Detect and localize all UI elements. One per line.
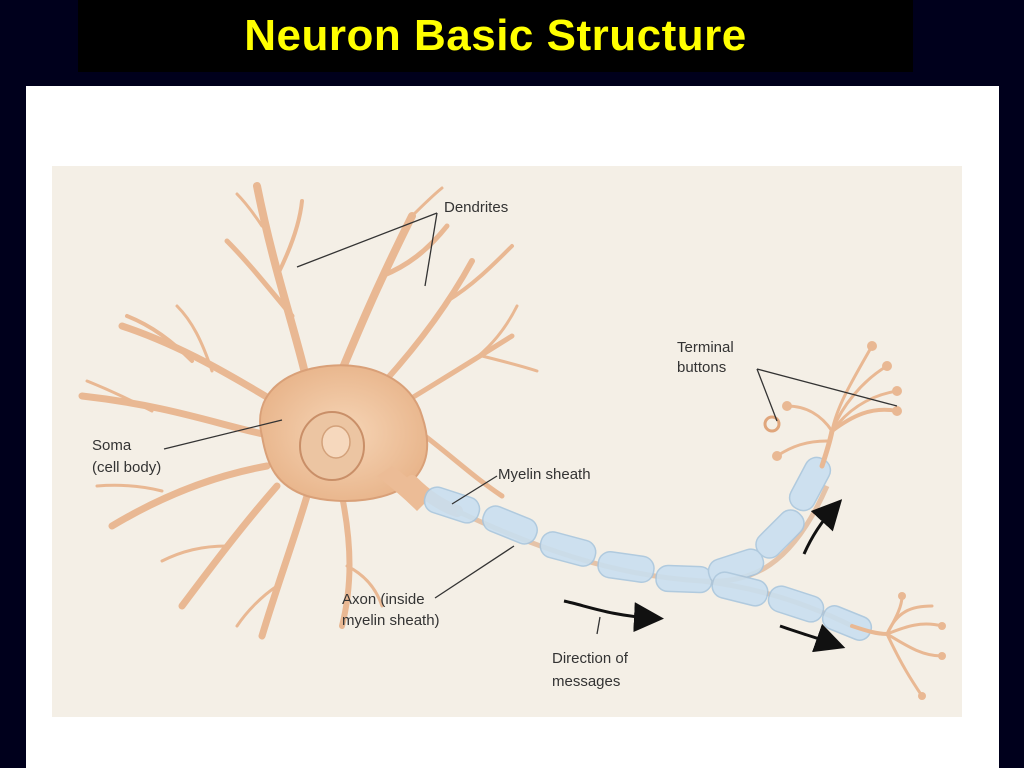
direction-arrow-lower — [779, 623, 846, 653]
neuron-illustration — [78, 182, 946, 700]
direction-arrows — [563, 499, 846, 653]
myelin-sheath-label: Myelin sheath — [498, 466, 591, 483]
dendrites-leader-2 — [424, 212, 438, 287]
terminal-buttons-label-line2: buttons — [677, 359, 727, 376]
terminal-buttons-lower — [850, 592, 946, 700]
dendrites-label: Dendrites — [444, 199, 509, 216]
dendrites-leader-1 — [296, 212, 438, 268]
axon-leader — [434, 545, 515, 599]
soma — [259, 364, 429, 511]
leader-lines — [163, 212, 898, 635]
title-bar: Neuron Basic Structure — [78, 0, 913, 72]
direction-label-line2: messages — [552, 673, 621, 690]
terminal-leader-2 — [756, 368, 898, 407]
axon-label-line2: myelin sheath) — [342, 612, 440, 629]
terminal-buttons-upper — [763, 341, 902, 469]
soma-label-line1: Soma — [92, 437, 132, 454]
soma-leader — [163, 419, 283, 450]
soma-label-line2: (cell body) — [92, 459, 162, 476]
direction-label-line1: Direction of — [552, 650, 628, 667]
direction-arrow-main — [563, 599, 664, 633]
terminal-buttons-label-line1: Terminal — [677, 339, 734, 356]
slide-title: Neuron Basic Structure — [244, 11, 747, 60]
neuron-figure: Dendrites Terminal buttons Soma (cell bo… — [52, 166, 962, 717]
direction-leader — [596, 616, 601, 635]
myelin-leader — [451, 475, 498, 505]
axon-label-line1: Axon (inside — [342, 591, 425, 608]
myelin-sheath — [423, 456, 873, 641]
terminal-leader-1 — [756, 368, 778, 422]
direction-arrow-upper — [802, 499, 843, 555]
